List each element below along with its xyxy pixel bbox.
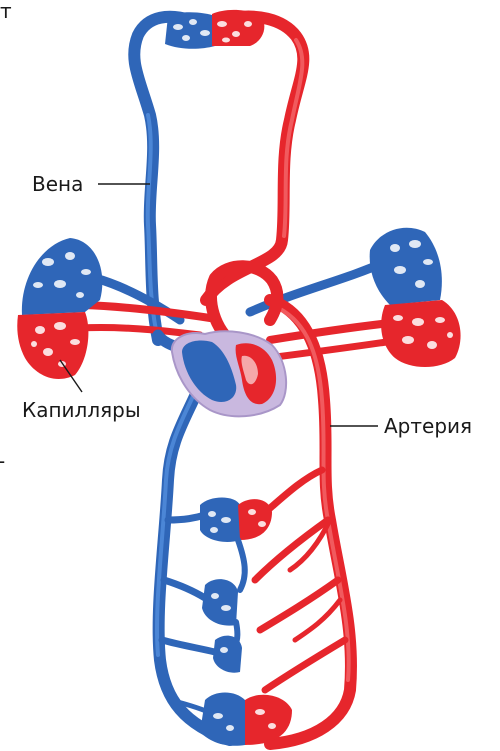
label-capillaries: Капилляры	[22, 398, 141, 422]
left-capillary-bed-vein	[22, 238, 102, 315]
bottom-capillary-bed	[200, 693, 245, 746]
label-artery: Артерия	[384, 414, 472, 438]
upper-vein-vessel	[134, 17, 190, 340]
right-arm-artery-2	[268, 340, 400, 358]
left-arm-artery-1	[82, 305, 210, 318]
right-capillary-bed-vein	[370, 228, 442, 305]
cropped-text-fragment: т	[0, 0, 12, 23]
right-arm-artery-1	[270, 322, 400, 340]
lower-capillary-cluster-2	[202, 579, 238, 626]
cropped-text-mark: -	[0, 449, 5, 473]
left-capillary-bed-artery	[17, 312, 88, 379]
label-artery-group: Артерия	[330, 414, 472, 438]
descending-vein	[159, 385, 230, 740]
upper-artery-vessel	[206, 17, 303, 300]
label-vein: Вена	[32, 172, 83, 196]
label-vein-group: Вена	[32, 172, 150, 196]
left-arm-artery-2	[80, 327, 200, 335]
lower-capillary-cluster-1	[200, 498, 240, 542]
